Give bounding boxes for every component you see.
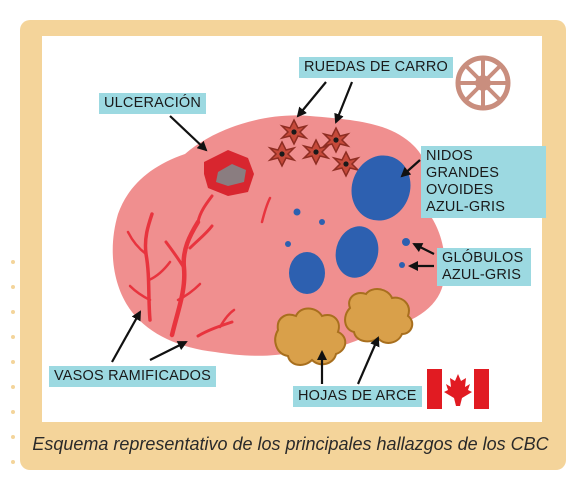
label-globulos: GLÓBULOS AZUL-GRIS [437,248,531,286]
maple-leaf-areas [274,288,414,366]
decorative-dots [11,260,15,464]
diagram-caption: Esquema representativo de los principale… [32,434,549,454]
label-vasos-ramificados: VASOS RAMIFICADOS [49,366,217,387]
label-globulos-line-2: AZUL-GRIS [442,267,522,283]
branching-vessels [126,194,272,338]
ulceration-shape [204,150,254,196]
label-hojas-de-arce: HOJAS DE ARCE [293,386,422,407]
label-nidos-line-1: NIDOS GRANDES [426,148,500,181]
label-nidos-line-2: OVOIDES [426,182,494,198]
label-globulos-line-1: GLÓBULOS [442,250,524,266]
label-ulceracion: ULCERACIÓN [99,93,207,114]
cartwheel-icon [455,55,511,111]
label-nidos-ovoides: NIDOS GRANDES OVOIDES AZUL-GRIS [421,146,546,218]
arrows [111,81,435,385]
globules [285,208,410,268]
label-nidos-line-3: AZUL-GRIS [426,199,506,215]
canada-flag-icon [427,369,489,409]
label-ruedas-de-carro: RUEDAS DE CARRO [299,57,453,78]
ovoid-nests [289,155,411,294]
